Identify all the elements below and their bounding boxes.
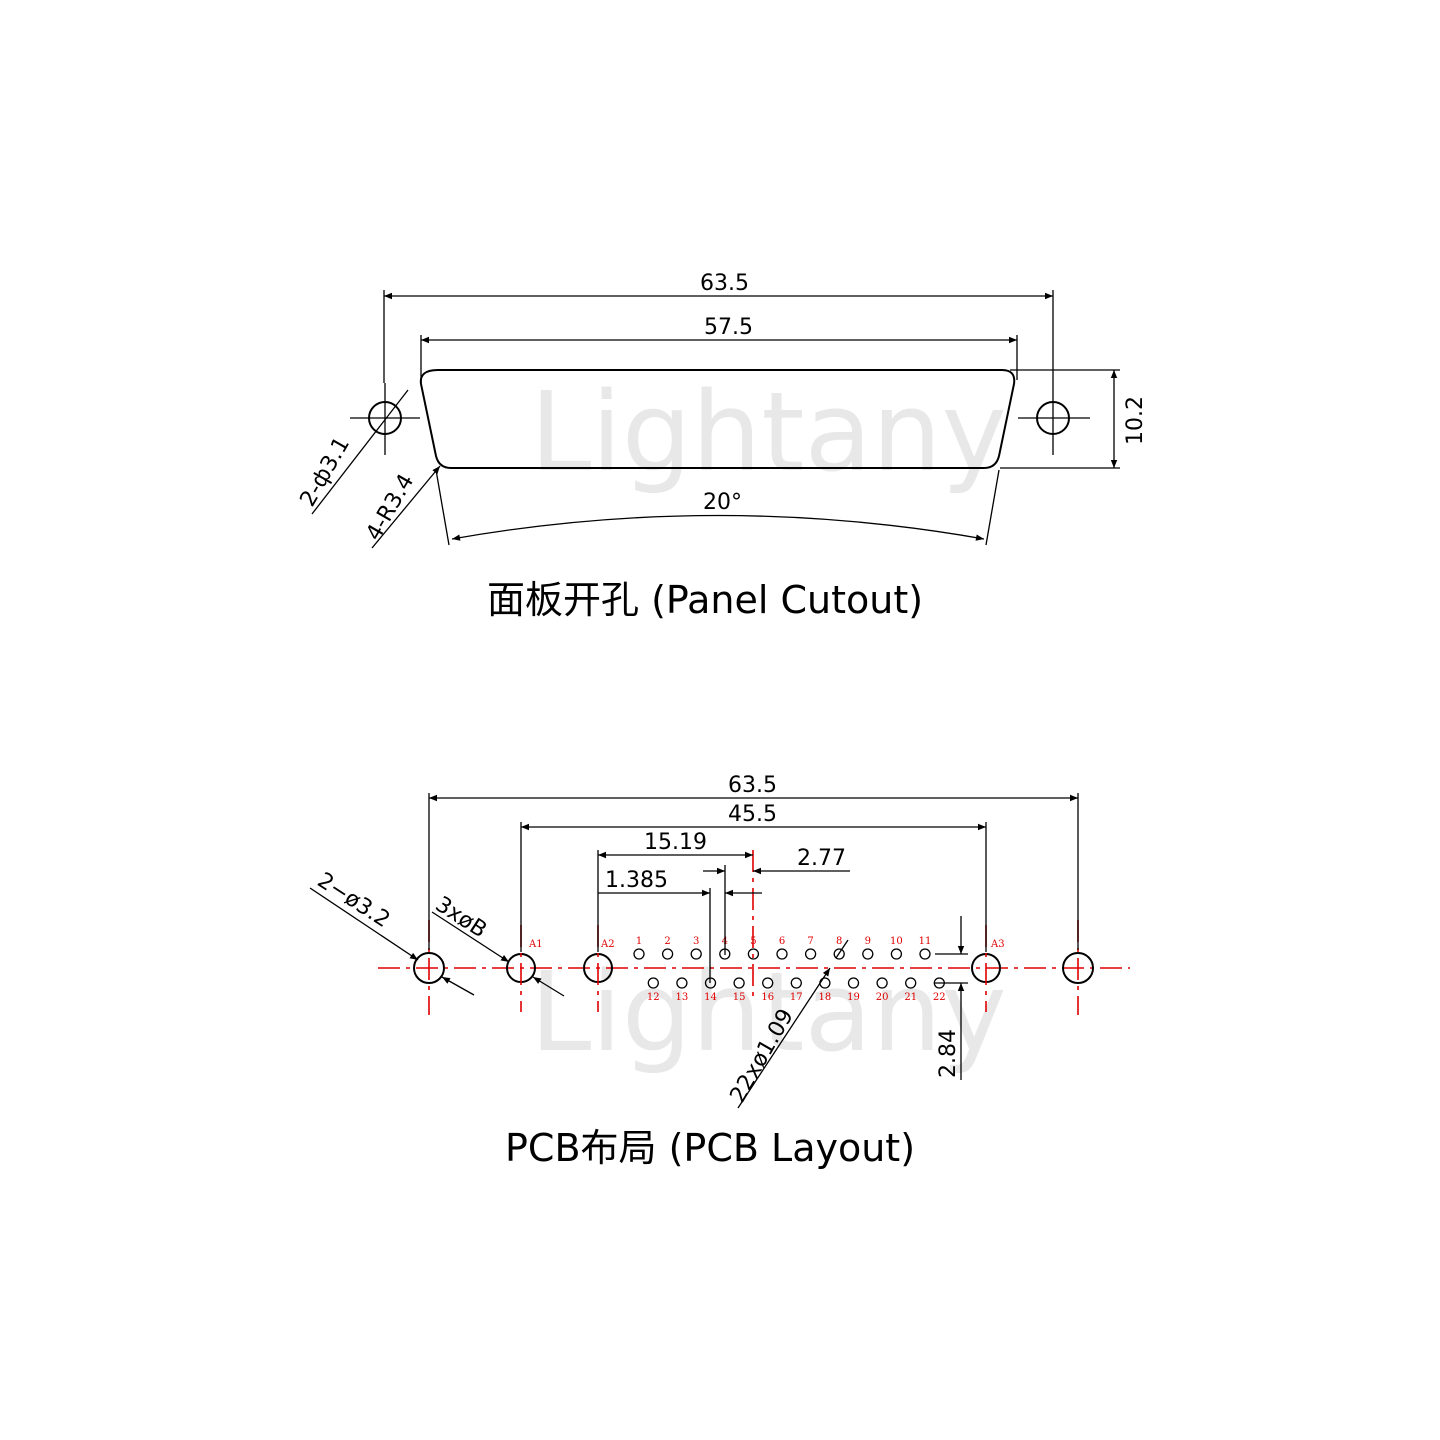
- pin-hole-7: [804, 948, 817, 960]
- pin-label-14: 14: [704, 992, 717, 1003]
- pcb-dim-row-pitch: 2.84: [936, 1029, 961, 1078]
- pin-hole-17: [790, 977, 802, 989]
- panel-cutout-view: 63.5 57.5 10.2 20° 2-ф3.1 4-R3.4 面板开孔 (P…: [296, 271, 1148, 622]
- panel-cutout-title: 面板开孔 (Panel Cutout): [487, 578, 923, 622]
- pcb-dim-277: 2.77: [797, 846, 846, 871]
- pin-label-3: 3: [693, 936, 699, 947]
- panel-dim-angle: 20°: [703, 490, 742, 515]
- pin-hole-5: [747, 948, 760, 960]
- pcb-dim-coax-holes: 3xøB: [431, 892, 491, 943]
- panel-dim-overall: 63.5: [700, 271, 749, 296]
- pin-hole-16: [762, 977, 774, 989]
- pin-hole-9: [862, 948, 874, 960]
- pin-hole-13: [676, 977, 688, 989]
- pin-label-7: 7: [807, 936, 813, 947]
- pin-hole-8: [833, 948, 845, 960]
- coax-label-a3: A3: [990, 939, 1005, 950]
- watermark-top: Lightany: [530, 368, 1007, 496]
- panel-dim-height: 10.2: [1123, 396, 1148, 445]
- pin-label-6: 6: [779, 936, 785, 947]
- watermark-bottom: Lightany: [530, 948, 1007, 1076]
- panel-dim-holes: 2-ф3.1: [296, 433, 356, 511]
- pin-hole-6: [776, 948, 788, 960]
- pin-hole-15: [733, 977, 745, 989]
- coax-label-a2: A2: [600, 939, 615, 950]
- pcb-dim-inner: 45.5: [728, 802, 777, 827]
- pcb-right-mount-hole: [1062, 952, 1094, 984]
- pin-label-17: 17: [790, 992, 803, 1003]
- pcb-left-mount-hole: [413, 952, 445, 984]
- pin-label-21: 21: [904, 992, 917, 1003]
- pcb-dim-mount-holes: 2−ø3.2: [313, 868, 394, 933]
- pin-label-8: 8: [836, 936, 842, 947]
- pin-label-20: 20: [876, 992, 889, 1003]
- pin-hole-3: [690, 948, 702, 960]
- pin-label-10: 10: [890, 936, 903, 947]
- panel-dim-radius: 4-R3.4: [362, 470, 420, 545]
- pin-label-1: 1: [636, 936, 642, 947]
- pin-hole-1: [633, 948, 645, 960]
- pin-label-9: 9: [865, 936, 871, 947]
- pin-label-12: 12: [647, 992, 660, 1003]
- pin-label-19: 19: [847, 992, 860, 1003]
- pin-hole-2: [661, 948, 674, 960]
- pin-hole-20: [876, 977, 888, 989]
- pcb-layout-title: PCB布局 (PCB Layout): [505, 1126, 915, 1170]
- pin-label-16: 16: [761, 992, 774, 1003]
- pin-label-15: 15: [733, 992, 746, 1003]
- pcb-dim-1519: 15.19: [644, 830, 707, 855]
- pin-hole-21: [905, 977, 917, 989]
- pin-label-22: 22: [933, 992, 946, 1003]
- coax-label-a1: A1: [528, 939, 543, 950]
- pin-hole-11: [919, 948, 931, 960]
- pin-hole-10: [890, 948, 903, 960]
- pin-label-2: 2: [664, 936, 670, 947]
- pin-label-13: 13: [676, 992, 689, 1003]
- pin-label-11: 11: [919, 936, 932, 947]
- pin-hole-19: [847, 977, 860, 989]
- pin-hole-12: [647, 977, 659, 989]
- pin-label-18: 18: [819, 992, 832, 1003]
- pcb-dim-overall: 63.5: [728, 773, 777, 798]
- pcb-dim-1385: 1.385: [605, 868, 668, 893]
- panel-dim-opening: 57.5: [704, 315, 753, 340]
